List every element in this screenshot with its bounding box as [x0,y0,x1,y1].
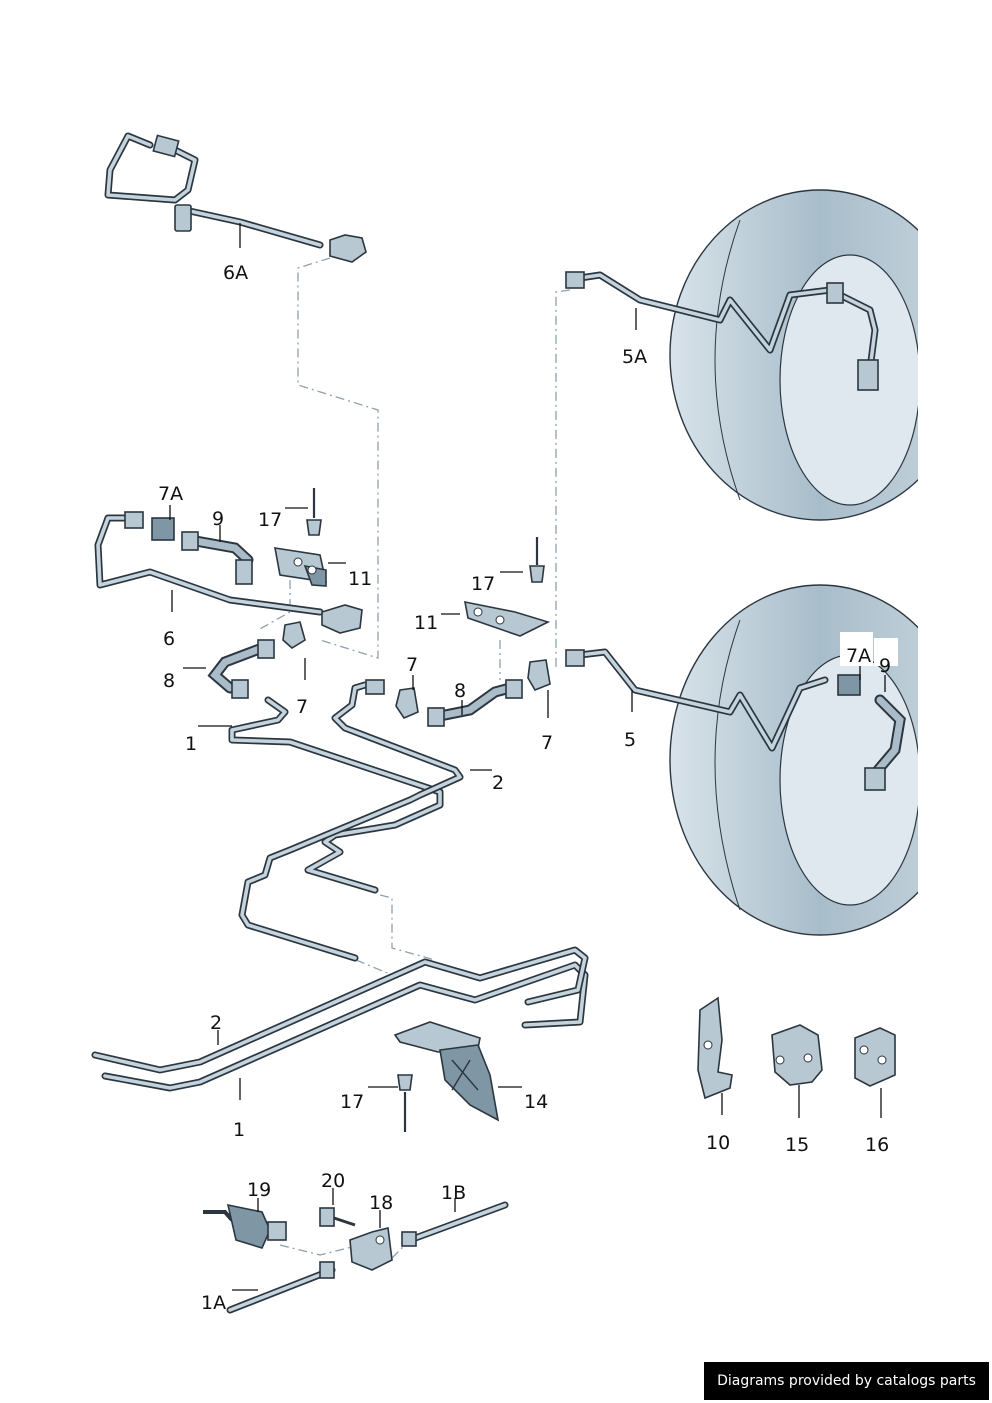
label-7A-left: 7A [158,483,183,505]
distributor-18 [349,1227,393,1271]
credit-banner: Diagrams provided by catalogs parts [704,1362,989,1400]
label-17-upper: 17 [258,509,282,531]
label-16: 16 [865,1134,889,1156]
brake-line-6A [104,132,367,263]
label-18: 18 [369,1192,393,1214]
clip-7-left [282,621,306,649]
brake-line-5 [565,648,906,791]
brake-disc-lower [669,570,992,950]
label-15: 15 [785,1134,809,1156]
label-8-center: 8 [454,680,466,702]
brake-disc-upper [669,180,992,540]
assembly-guide-lines [257,257,571,1259]
label-19: 19 [247,1179,271,1201]
label-5A: 5A [622,346,647,368]
label-11-upper: 11 [348,568,372,590]
label-1B: 1B [441,1182,466,1204]
label-5: 5 [624,729,636,751]
label-14: 14 [524,1091,548,1113]
label-17-lower: 17 [340,1091,364,1113]
label-2-low: 2 [210,1012,222,1034]
brake-line-1A [226,1261,336,1314]
label-9-left: 9 [212,508,224,530]
hose-8-left [207,639,275,699]
brake-line-6 [94,511,363,634]
label-20: 20 [321,1170,345,1192]
brake-line-2 [91,679,589,1074]
label-8-left: 8 [163,670,175,692]
bracket-11-upper [274,547,328,587]
label-1A: 1A [201,1292,226,1314]
label-9-right: 9 [879,655,891,677]
brake-line-1 [101,696,589,1092]
bolt-20 [319,1207,356,1227]
clip-7-right [527,659,551,691]
rivet-17-upper [306,488,322,536]
label-6: 6 [163,628,175,650]
clip-16 [854,1027,896,1087]
clip-10 [697,996,733,1100]
label-pad-7A [840,632,873,666]
brake-line-1B [401,1201,509,1247]
label-7A-right: 7A [846,645,871,667]
label-1-mid: 1 [185,733,197,755]
bracket-14 [393,1021,500,1122]
label-11-center: 11 [414,612,438,634]
clip-15 [771,1024,823,1086]
rivet-17-lower [397,1074,413,1132]
leader-lines [169,223,886,1291]
bracket-11-center [463,600,551,637]
label-2-mid: 2 [492,772,504,794]
label-1-low: 1 [233,1119,245,1141]
label-10: 10 [706,1132,730,1154]
label-6A: 6A [223,262,248,284]
label-7-center: 7 [406,654,418,676]
pressure-sensor-19 [203,1203,287,1249]
hose-8-center [427,679,523,727]
label-17-center: 17 [471,573,495,595]
rivet-17-center [529,537,545,583]
brake-line-5A [565,271,879,391]
label-7-right: 7 [541,732,553,754]
label-7-left: 7 [296,696,308,718]
label-pad-9 [874,638,898,666]
clip-7-center [395,687,419,719]
